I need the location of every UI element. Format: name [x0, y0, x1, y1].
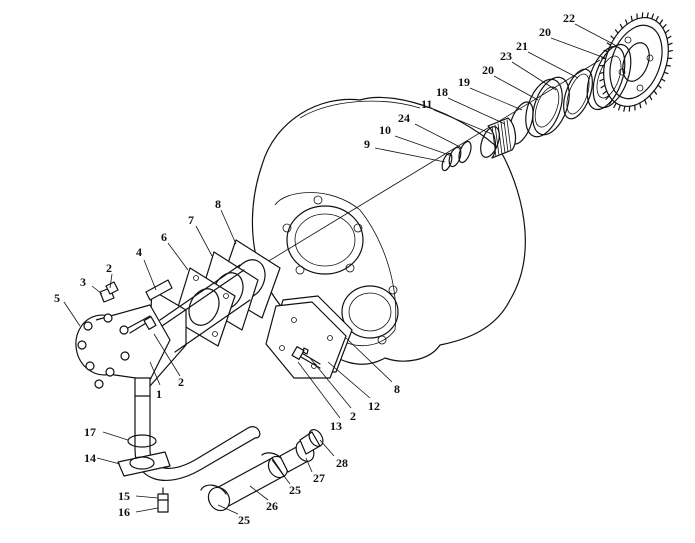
- callout-27: 27: [313, 471, 325, 485]
- callout-18: 18: [436, 85, 448, 99]
- bearing-stack: [480, 43, 632, 159]
- callout-25: 25: [238, 513, 250, 527]
- gear-tooth: [660, 78, 666, 82]
- gear-tooth: [666, 35, 672, 40]
- callout-11: 11: [421, 97, 432, 111]
- callout-6: 6: [161, 230, 167, 244]
- gear-tooth: [630, 15, 633, 22]
- snap-rings: [441, 140, 472, 172]
- gear-tooth: [667, 49, 674, 53]
- callout-3: 3: [80, 275, 86, 289]
- gear-tooth: [665, 64, 671, 67]
- gear-tooth: [646, 12, 649, 19]
- hose-assembly: [200, 429, 324, 512]
- gear-tooth: [605, 95, 610, 101]
- gear-tooth: [648, 95, 653, 101]
- gear-tooth: [600, 84, 606, 89]
- gear-tooth: [664, 29, 670, 34]
- callout-20: 20: [539, 25, 551, 39]
- callout-5: 5: [54, 291, 60, 305]
- roller-line: [491, 125, 497, 158]
- callout-1: 1: [156, 387, 162, 401]
- callout-12: 12: [368, 399, 380, 413]
- gear-tooth: [653, 90, 658, 95]
- callout-19: 19: [458, 75, 470, 89]
- leader-lines: [63, 23, 616, 515]
- callout-17: 17: [84, 425, 96, 439]
- gear-tooth: [617, 104, 621, 111]
- gear-tooth: [655, 15, 659, 22]
- callout-13: 13: [330, 419, 342, 433]
- callout-28: 28: [336, 456, 348, 470]
- callout-7: 7: [188, 213, 194, 227]
- callout-2: 2: [350, 409, 356, 423]
- roller-line: [494, 124, 500, 156]
- gear-tooth: [663, 71, 669, 75]
- gear-tooth: [644, 99, 647, 105]
- roller-line: [506, 119, 512, 151]
- callout-8: 8: [394, 382, 400, 396]
- callout-16: 16: [118, 505, 130, 519]
- gear-tooth: [651, 13, 655, 20]
- callout-23: 23: [500, 49, 512, 63]
- callout-22: 22: [563, 11, 575, 25]
- engine-housing: [251, 96, 526, 365]
- callout-26: 26: [266, 499, 278, 513]
- gear-tooth: [619, 23, 624, 29]
- callout-9: 9: [364, 137, 370, 151]
- fitting-top: [99, 281, 119, 303]
- gasket-plates: [173, 239, 281, 347]
- roller-line: [497, 123, 503, 155]
- callout-4: 4: [136, 245, 142, 259]
- gear-tooth: [606, 42, 612, 46]
- gear-tooth: [659, 19, 664, 25]
- gear-tooth: [662, 24, 667, 29]
- pump-body: [75, 264, 251, 397]
- callout-8: 8: [215, 197, 221, 211]
- callout-25: 25: [289, 483, 301, 497]
- callout-labels: 22 20 21 23 20 19 18 11 24 10 9 8 7 6 4 …: [54, 11, 575, 527]
- cover-plate: [265, 295, 353, 379]
- gear-tooth: [614, 29, 619, 34]
- gear-tooth: [613, 102, 617, 109]
- gear-tooth: [623, 105, 626, 112]
- gear-tooth: [610, 35, 615, 40]
- gear-tooth: [598, 71, 605, 75]
- pipe-assembly: [117, 395, 261, 513]
- roller-line: [500, 122, 506, 154]
- callout-15: 15: [118, 489, 130, 503]
- gear-tooth: [599, 78, 605, 82]
- gear-tooth: [657, 84, 662, 89]
- gear-tooth: [639, 102, 642, 109]
- callout-2: 2: [178, 375, 184, 389]
- gear-22: [598, 12, 674, 112]
- callout-21: 21: [516, 39, 528, 53]
- gear-tooth: [625, 19, 628, 25]
- callout-2: 2: [106, 261, 112, 275]
- roller-line: [503, 120, 509, 152]
- gear-tooth: [667, 42, 673, 46]
- callout-10: 10: [379, 123, 391, 137]
- gear-tooth: [602, 90, 608, 95]
- callout-20: 20: [482, 63, 494, 77]
- callout-24: 24: [398, 111, 410, 125]
- callout-14: 14: [84, 451, 96, 465]
